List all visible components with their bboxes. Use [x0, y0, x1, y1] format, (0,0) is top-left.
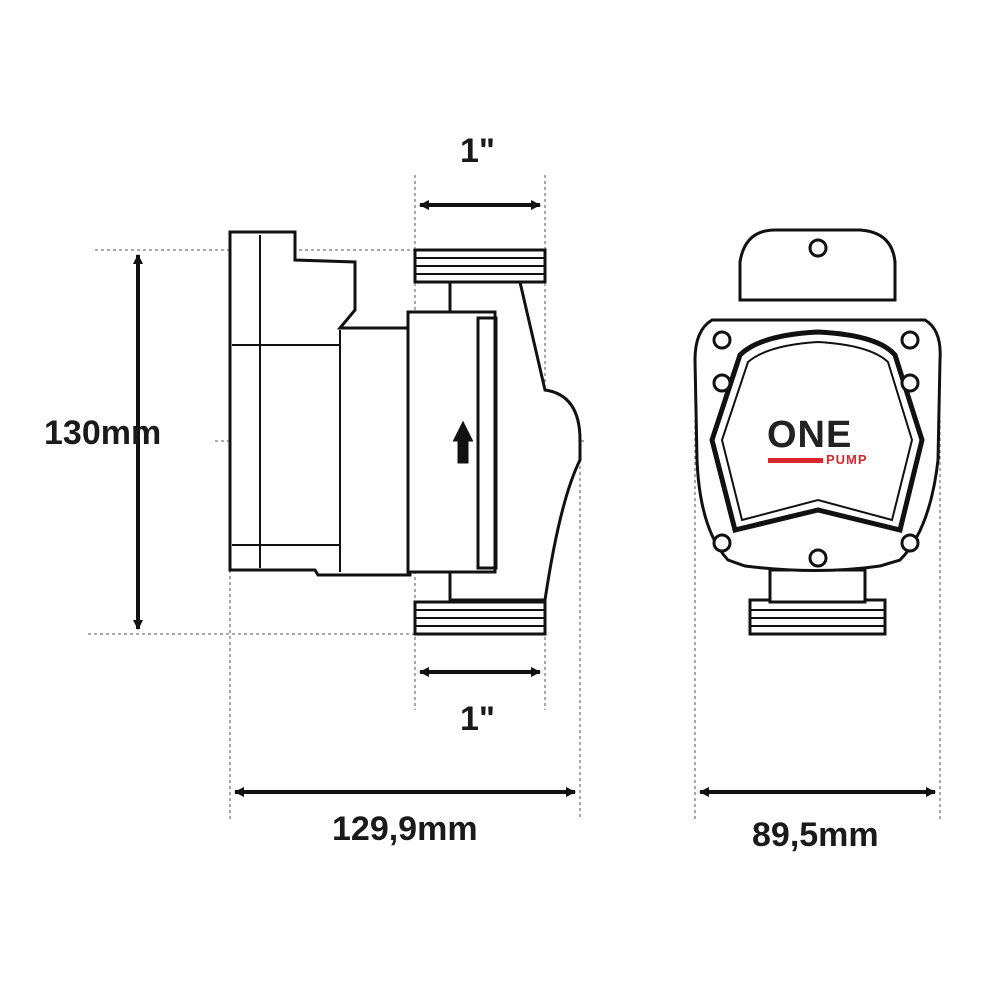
length-label: 129,9mm	[332, 810, 478, 848]
brand-logo-sub: PUMP	[826, 452, 868, 467]
height-label: 130mm	[44, 414, 162, 452]
bottom-connection-label: 1"	[460, 700, 496, 738]
width-label: 89,5mm	[752, 816, 879, 854]
top-connection-label: 1"	[460, 132, 496, 170]
dimension-arrows	[133, 200, 936, 797]
logo-underline	[768, 458, 823, 463]
pump-front-view	[693, 228, 942, 636]
brand-logo: ONE	[767, 414, 853, 456]
pump-side-view	[228, 230, 582, 636]
